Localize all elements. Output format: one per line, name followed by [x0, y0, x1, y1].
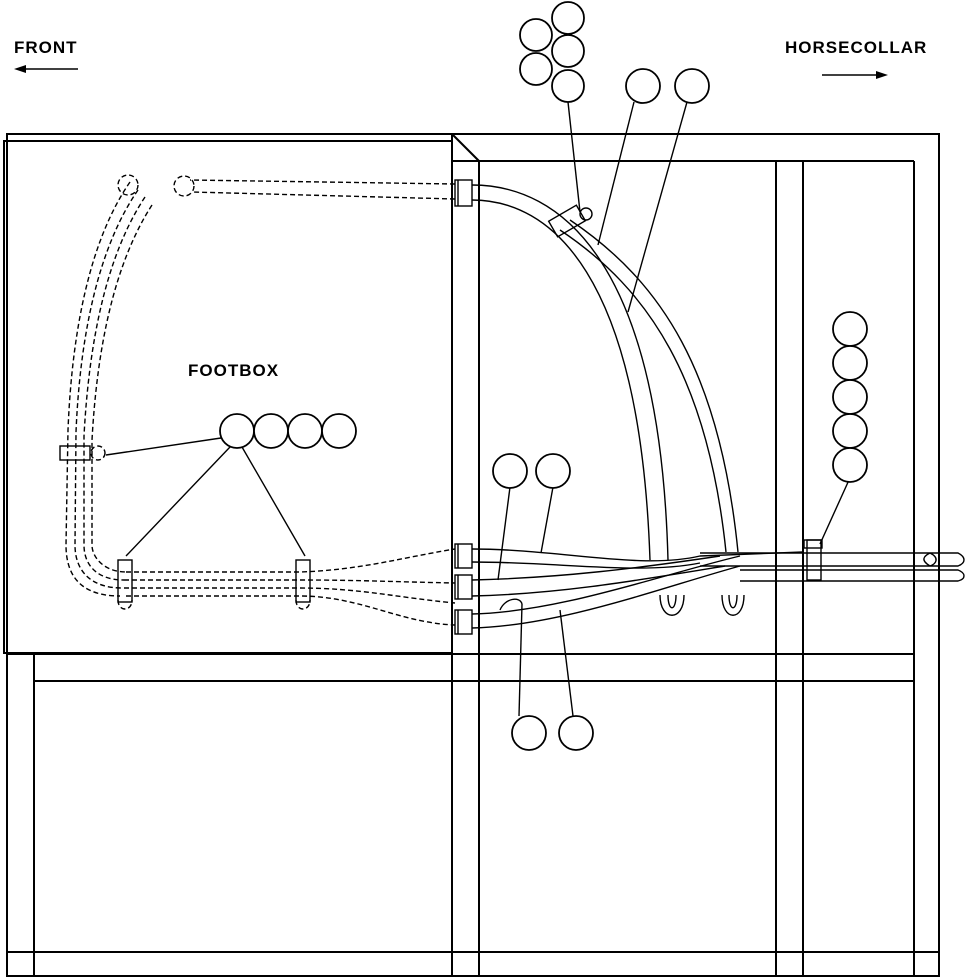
callout-bubble: [253, 413, 289, 449]
footbox-label: FOOTBOX: [188, 361, 280, 380]
callout-bubble: [558, 715, 594, 751]
callout-bubble: [519, 18, 553, 52]
callout-bubble: [287, 413, 323, 449]
callout-bubble: [625, 68, 661, 104]
callout-bubble: [551, 1, 585, 35]
hidden-harness: [59, 174, 456, 626]
callout-leaders: [105, 101, 850, 717]
callout-bubbles: [219, 1, 868, 751]
callout-bubble: [219, 413, 255, 449]
arrow-left-icon: [14, 65, 78, 73]
callout-bubble: [832, 311, 868, 347]
callout-bubble: [492, 453, 528, 489]
callout-bubble: [321, 413, 357, 449]
callout-bubble: [832, 379, 868, 415]
harness-runs: [471, 184, 965, 629]
arrow-right-icon: [822, 71, 888, 79]
callout-bubble: [519, 52, 553, 86]
callout-bubble: [674, 68, 710, 104]
callout-bubble: [551, 69, 585, 103]
horsecollar-label: HORSECOLLAR: [785, 38, 928, 57]
callout-bubble: [832, 447, 868, 483]
callout-bubble: [551, 34, 585, 68]
callout-bubble: [832, 345, 868, 381]
enclosure-frame: [6, 133, 940, 977]
bulkhead-connectors: [454, 179, 473, 635]
footbox-panel: [3, 140, 453, 654]
callout-bubble: [535, 453, 571, 489]
front-label: FRONT: [14, 38, 78, 57]
callout-bubble: [511, 715, 547, 751]
callout-bubble: [832, 413, 868, 449]
